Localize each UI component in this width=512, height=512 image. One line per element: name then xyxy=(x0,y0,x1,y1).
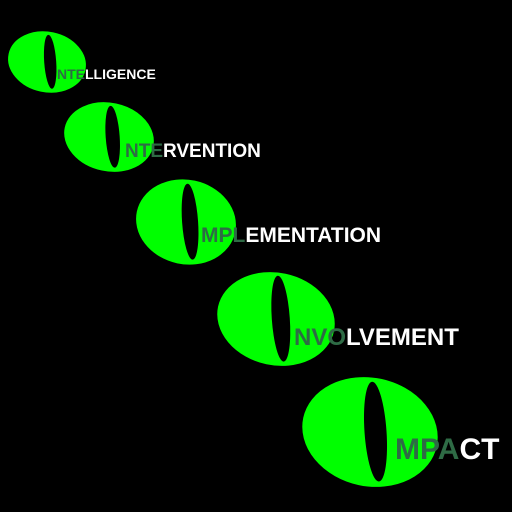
eye-group-involvement: NVOLVEMENT xyxy=(215,270,459,368)
eye-word-label: MPLEMENTATION xyxy=(201,224,381,247)
word-dark-part: NTE xyxy=(57,66,85,82)
word-dark-part: MPL xyxy=(201,224,246,247)
pupil-slit-icon xyxy=(105,105,120,168)
eye-group-intelligence: NTELLIGENCE xyxy=(6,29,156,95)
word-dark-part: NTE xyxy=(125,141,163,162)
pupil-slit-icon xyxy=(181,183,199,260)
word-light-part: RVENTION xyxy=(163,141,261,162)
word-light-part: CT xyxy=(459,433,499,466)
word-light-part: EMENTATION xyxy=(245,224,381,247)
eye-word-label: NTELLIGENCE xyxy=(57,66,156,82)
word-dark-part: NVO xyxy=(294,324,346,351)
pupil-slit-icon xyxy=(43,34,57,89)
pupil-slit-icon xyxy=(271,275,291,362)
eye-group-intervention: NTERVENTION xyxy=(62,100,261,174)
eye-word-label: MPACT xyxy=(395,433,499,466)
word-light-part: LVEMENT xyxy=(346,324,459,351)
eye-group-impact: MPACT xyxy=(300,375,499,489)
word-dark-part: MPA xyxy=(395,433,459,466)
eye-word-label: NVOLVEMENT xyxy=(294,324,459,351)
eye-group-implementation: MPLEMENTATION xyxy=(134,177,381,267)
eye-word-label: NTERVENTION xyxy=(125,141,261,162)
word-light-part: LLIGENCE xyxy=(85,66,156,82)
pupil-slit-icon xyxy=(363,381,388,482)
